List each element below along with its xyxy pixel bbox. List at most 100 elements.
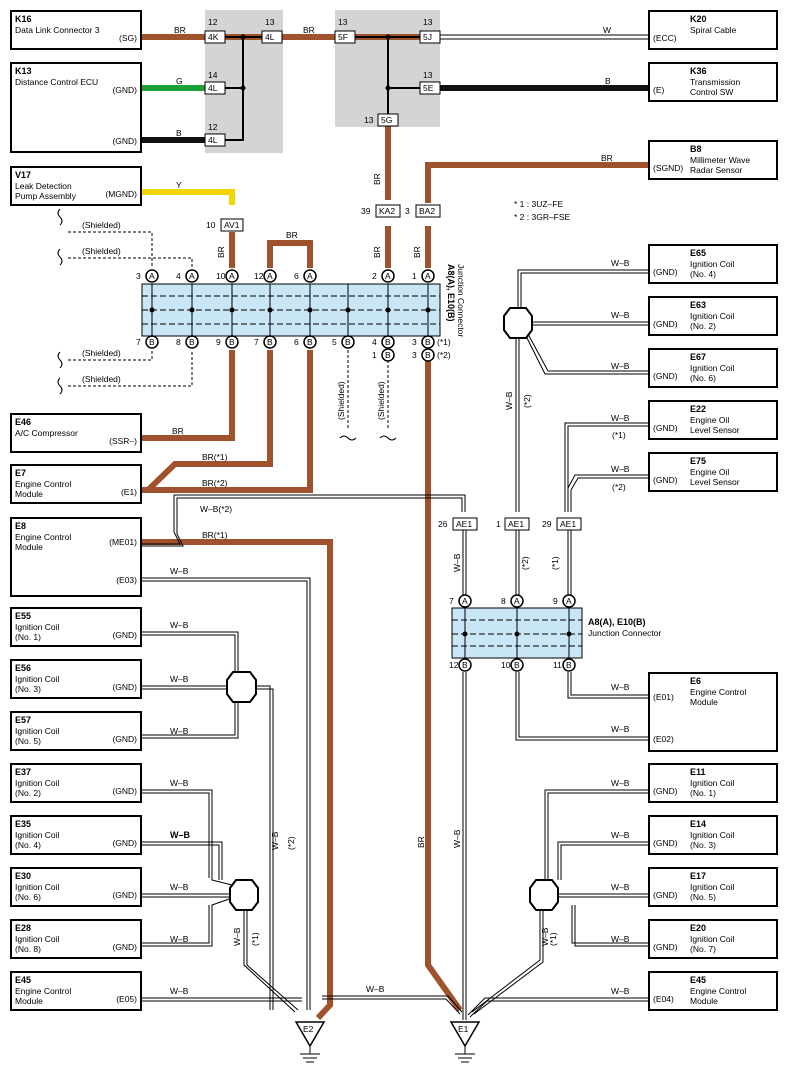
junction-pin-number: 4 — [176, 271, 181, 281]
conn-4l-num-c: 12 — [208, 122, 218, 132]
wire-label: W–B — [611, 310, 630, 320]
junction-pin — [381, 335, 395, 349]
component-code: E75 — [690, 456, 707, 466]
component-name: Engine Control Module — [15, 479, 72, 499]
junction-pin-letter: A — [307, 271, 313, 281]
conn-av1-num: 10 — [206, 220, 216, 230]
junction-pin-letter: B — [514, 660, 520, 670]
wire-label: W–B — [170, 620, 189, 630]
wire-label: W–B — [611, 724, 630, 734]
component-pin: (GND) — [112, 786, 137, 796]
component-name: Ignition Coil (No. 3) — [690, 830, 735, 850]
junction-pin-number: 10 — [216, 271, 226, 281]
component-pin: (GND) — [112, 890, 137, 900]
junction-pin — [458, 658, 472, 672]
shielded-label: (Shielded) — [82, 374, 121, 384]
component-code: E65 — [690, 248, 707, 258]
junction-pin-number: 3 — [412, 337, 417, 347]
conn-5j-code: 5J — [423, 32, 432, 42]
wire-label: BR — [416, 836, 426, 848]
conn-ae1-num-c: 29 — [542, 519, 552, 529]
wire-label: BR — [174, 25, 186, 35]
conn-ae1-code-c: AE1 — [560, 519, 576, 529]
wire-tag: (*2) — [612, 482, 626, 492]
component-name: Engine Oil Level Sensor — [690, 415, 740, 435]
component-pin: (SSR–) — [109, 436, 137, 446]
component-code: E35 — [15, 819, 32, 829]
wire-label: W–B — [170, 778, 189, 788]
junction-pin-number: 4 — [372, 337, 377, 347]
component-pin: (GND) — [653, 267, 678, 277]
component-name: Engine Control Module — [15, 532, 72, 552]
wire-label: BR(*2) — [202, 478, 228, 488]
component-code: E17 — [690, 871, 707, 881]
component-code: E45 — [15, 975, 32, 985]
wire-label: W–B — [232, 927, 242, 946]
junction-pin-number: 3 — [412, 350, 417, 360]
wire-label: W–B — [611, 934, 630, 944]
shielded-label: (Shielded) — [82, 220, 121, 230]
wire-label: W–B — [611, 778, 630, 788]
component-pin: (GND) — [653, 838, 678, 848]
component-code: E37 — [15, 767, 32, 777]
junction-pin-number: 11 — [553, 660, 562, 670]
component-pin: (E03) — [116, 575, 137, 585]
wire-label: W–B — [540, 927, 550, 946]
wire-label: W — [603, 25, 611, 35]
wire-label: BR — [286, 230, 298, 240]
wire-label: W–B — [452, 829, 462, 848]
junction-pin — [225, 335, 239, 349]
component-name: Ignition Coil (No. 7) — [690, 934, 735, 954]
conn-5j-num: 13 — [423, 17, 433, 27]
junction-upper-title: A8(A), E10(B) — [446, 264, 456, 322]
junction-pin — [341, 335, 355, 349]
wire-label: W–B — [611, 361, 630, 371]
junction-pin-letter: B — [307, 337, 313, 347]
conn-ka2-code: KA2 — [379, 206, 395, 216]
component-name: Data Link Connector 3 — [15, 25, 100, 35]
conn-av1-code: AV1 — [224, 220, 240, 230]
component-pin: (E01) — [653, 692, 674, 702]
component-code: E8 — [15, 521, 27, 531]
component-code: K36 — [690, 66, 707, 76]
conn-ba2-num: 3 — [405, 206, 410, 216]
conn-5g-num: 13 — [364, 115, 374, 125]
junction-pin-number: 3 — [136, 271, 141, 281]
conn-5e-num: 13 — [423, 70, 433, 80]
wire-tag: (*1) — [250, 932, 260, 946]
junction-pin-letter: B — [229, 337, 235, 347]
conn-ae1-num-a: 26 — [438, 519, 448, 529]
wire-label: W–B — [504, 391, 514, 410]
component-name: Ignition Coil (No. 4) — [690, 259, 735, 279]
wire-label: W–B — [170, 566, 189, 576]
component-code: E30 — [15, 871, 32, 881]
component-pin: (GND) — [653, 786, 678, 796]
junction-pin-letter: A — [149, 271, 155, 281]
component-pin: (SG) — [119, 33, 137, 43]
component-name: Ignition Coil (No. 3) — [15, 674, 60, 694]
wire-label: BR — [372, 173, 382, 185]
conn-ae1-num-b: 1 — [496, 519, 501, 529]
component-name: Ignition Coil (No. 8) — [15, 934, 60, 954]
junction-pin-letter: B — [385, 350, 391, 360]
wire-label: W–B — [170, 986, 189, 996]
shielded-label: (Shielded) — [336, 381, 346, 420]
component-pin: (GND) — [112, 136, 137, 146]
wire-label: W–B — [366, 984, 385, 994]
wire-tag: (*1) — [548, 932, 558, 946]
wire-tag: (*1) — [550, 556, 560, 570]
component-pin: (E02) — [653, 734, 674, 744]
wire-label: Y — [176, 180, 182, 190]
component-code: E46 — [15, 417, 32, 427]
